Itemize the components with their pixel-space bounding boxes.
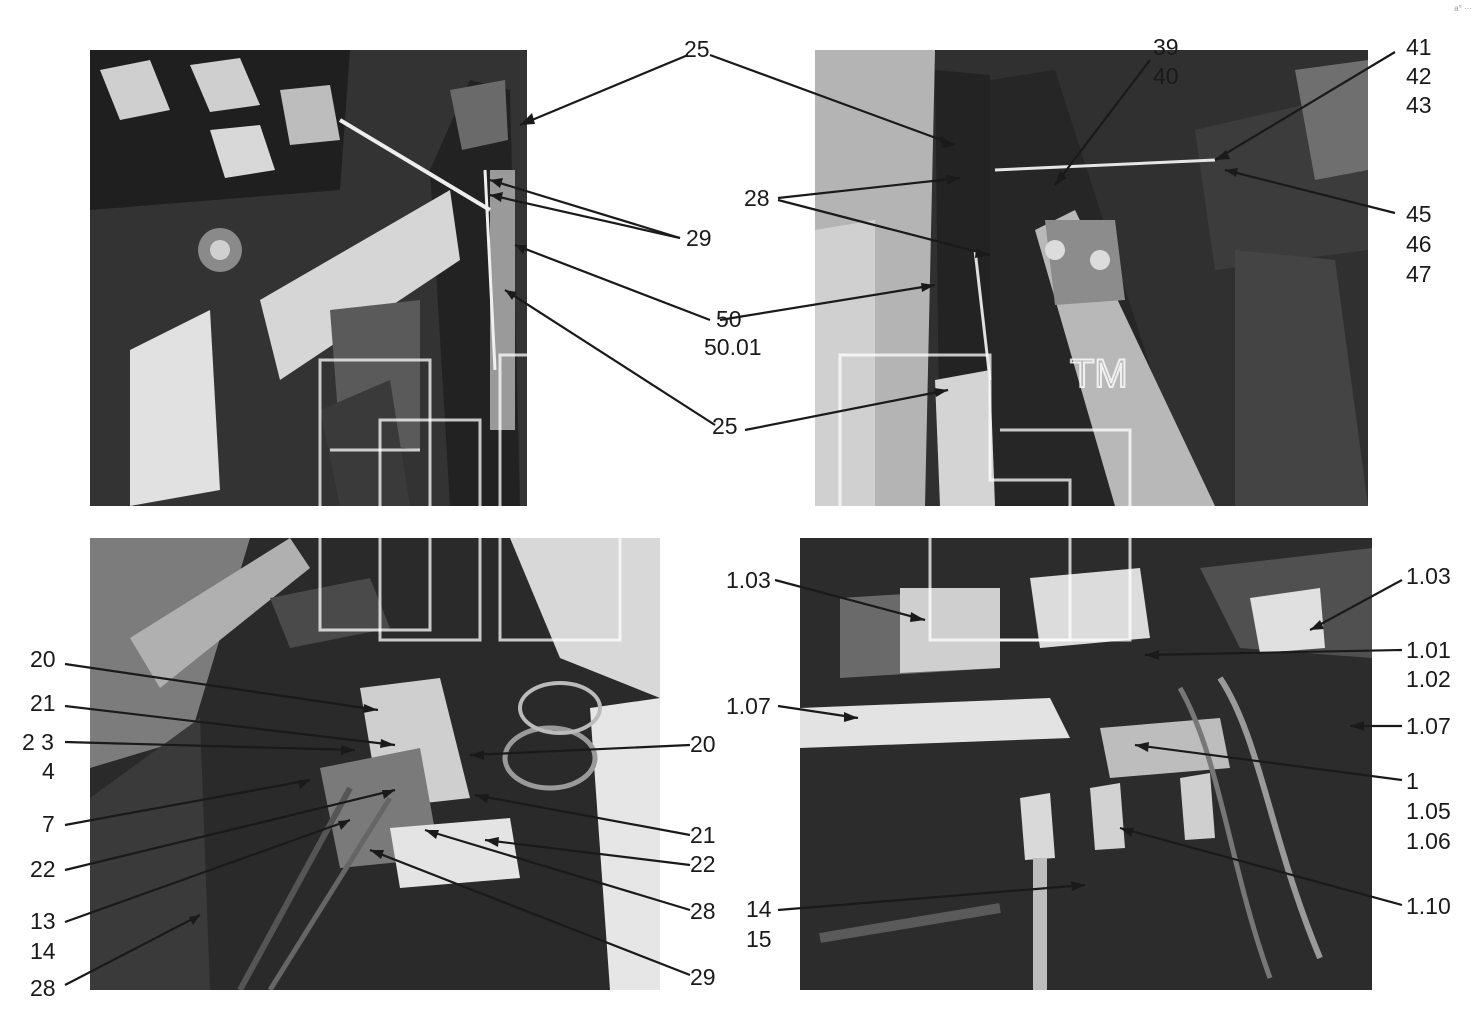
callout-1-07: 1.07 [726, 693, 771, 719]
callout-21: 21 [690, 822, 716, 848]
photo-bottom-right [800, 538, 1372, 990]
callout-47: 47 [1406, 261, 1432, 287]
callout-22: 22 [690, 851, 716, 877]
callout-1-07: 1.07 [1406, 713, 1451, 739]
callout-25: 25 [712, 413, 738, 439]
callout-28: 28 [690, 898, 716, 924]
callout-1-03: 1.03 [1406, 563, 1451, 589]
callout-2-3: 2 3 [22, 729, 54, 755]
photo-bottom-left [90, 538, 660, 990]
photo-top-right [815, 50, 1368, 506]
callout-21: 21 [30, 690, 56, 716]
callout-50-01: 50.01 [704, 334, 762, 360]
callout-13: 13 [30, 908, 56, 934]
callout-50: 50 [716, 306, 742, 332]
callout-1-06: 1.06 [1406, 828, 1451, 854]
callout-1-05: 1.05 [1406, 798, 1451, 824]
callout-29: 29 [686, 225, 712, 251]
callout-42: 42 [1406, 63, 1432, 89]
callout-20: 20 [690, 731, 716, 757]
callout-7: 7 [42, 811, 55, 837]
callout-14: 14 [30, 938, 56, 964]
callout-1-01: 1.01 [1406, 637, 1451, 663]
callout-22: 22 [30, 856, 56, 882]
callout-20: 20 [30, 646, 56, 672]
callout-1-03: 1.03 [726, 567, 771, 593]
callout-41: 41 [1406, 34, 1432, 60]
callout-46: 46 [1406, 231, 1432, 257]
callout-4: 4 [42, 758, 55, 784]
callout-43: 43 [1406, 92, 1432, 118]
callout-28: 28 [744, 185, 770, 211]
corner-mark: a° ··· [1454, 4, 1472, 13]
callout-45: 45 [1406, 201, 1432, 227]
callout-29: 29 [690, 964, 716, 990]
callout-1: 1 [1406, 768, 1419, 794]
callout-25: 25 [684, 36, 710, 62]
callout-14: 14 [746, 896, 772, 922]
photo-top-left [90, 50, 527, 506]
callout-1-02: 1.02 [1406, 666, 1451, 692]
callout-15: 15 [746, 926, 772, 952]
callout-1-10: 1.10 [1406, 893, 1451, 919]
callout-28: 28 [30, 975, 56, 1001]
